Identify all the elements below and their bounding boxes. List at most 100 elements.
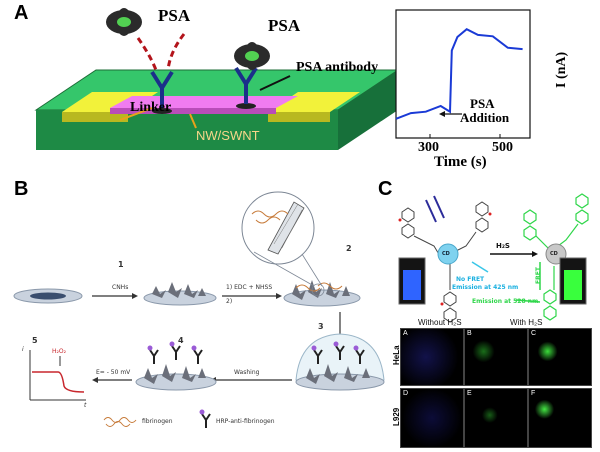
fibrinogen-legend-icon	[103, 417, 137, 427]
measurement-arrowhead	[92, 377, 98, 383]
step-number-5: 5	[32, 336, 38, 345]
h2o2-label: H₂O₂	[52, 348, 67, 355]
nw-arrow	[189, 113, 197, 129]
emission-528-label: Emission at 528 nm	[472, 298, 539, 305]
legend-fibrinogen: fibrinogen	[142, 418, 173, 425]
probe-oxygens-left	[398, 212, 492, 306]
no-fret-line1: No FRET	[456, 276, 485, 283]
micrograph-letter: B	[467, 330, 472, 337]
micrograph-letter: E	[467, 390, 472, 397]
amperogram-t-label: t	[84, 402, 87, 409]
cnh-cluster-4	[144, 364, 206, 384]
micrograph-l929-with-2: F	[528, 388, 592, 448]
current-trace	[395, 28, 523, 120]
cnh-cluster-1	[152, 282, 206, 298]
bare-electrode-surface	[30, 292, 66, 300]
fibrinogen-layer-2	[295, 282, 343, 292]
washing-label: Washing	[234, 369, 260, 376]
micrograph-hela-with-2: C	[528, 328, 592, 386]
antibody-arrow	[259, 75, 291, 91]
linker-right	[236, 103, 256, 109]
trajectory-left	[136, 37, 158, 71]
no-fret-line2: Emission at 425 nm	[452, 284, 519, 291]
annotation-arrowhead	[439, 111, 445, 117]
antibodies-step3	[313, 345, 365, 364]
psa-molecule-top	[106, 8, 142, 36]
current-time-plot	[395, 9, 531, 139]
cd-label-right: CD	[550, 251, 558, 257]
zoom-line-2	[301, 253, 323, 287]
fret-label: FRET	[534, 267, 542, 284]
trajectory-right	[166, 33, 186, 71]
linker-label: Linker	[130, 100, 172, 115]
micrograph-hela-with-1: B	[464, 328, 528, 386]
carbon-dot-left	[437, 243, 459, 265]
panel-letter-a: A	[14, 2, 29, 24]
xtick-label-500: 500	[492, 140, 513, 155]
micrograph-letter: C	[531, 330, 537, 337]
step2-line2: 2)	[226, 298, 233, 305]
micrograph-letter: F	[531, 390, 536, 397]
without-h2s-header: Without H₂S	[418, 318, 462, 327]
micrograph-hela-without: A	[400, 328, 464, 386]
right-electrode-front	[268, 112, 330, 122]
psa-molecule-bound	[234, 42, 270, 70]
linker-left	[152, 108, 172, 114]
legend-antibody: HRP-anti-fibrinogen	[216, 418, 275, 425]
excitation-ray-1	[425, 199, 437, 223]
emission-528-arrow	[515, 299, 541, 303]
amperogram-i-label: i	[22, 346, 24, 353]
micrograph-letter: D	[403, 390, 409, 397]
micrograph-l929-with-1: E	[464, 388, 528, 448]
antibody-legend-icon	[199, 409, 211, 428]
step2-arrowhead	[276, 293, 282, 299]
psa-antibody-label: PSA antibody	[296, 60, 379, 75]
excitation-ray-2	[433, 195, 445, 219]
step1-label: CNHs	[112, 284, 129, 291]
step-number-4: 4	[178, 336, 184, 345]
with-h2s-header: With H₂S	[510, 318, 543, 327]
h2s-label: H₂S	[496, 242, 510, 250]
step1-arrowhead	[132, 293, 138, 299]
step2-line1: 1) EDC + NHSS	[226, 284, 273, 291]
psa-label-top: PSA	[158, 6, 191, 25]
linker-arrow	[119, 107, 153, 121]
reaction-arrowhead	[532, 251, 538, 257]
panel-letter-b: B	[14, 178, 29, 200]
zoom-line-1	[253, 251, 315, 287]
potential-label: E= - 50 mV	[96, 369, 131, 376]
zoom-origin	[311, 283, 325, 297]
fibrinogen-zoom	[251, 210, 289, 224]
nw-swnt-label: NW/SWNT	[196, 128, 260, 143]
vial-green-fluorescence	[564, 270, 582, 300]
no-fret-arrow	[471, 261, 489, 273]
hrp-labels-step3	[311, 341, 359, 351]
micrograph-letter: A	[403, 330, 408, 337]
substrate-side	[338, 70, 398, 150]
antibody-left	[150, 70, 174, 108]
cnh-cluster-3	[306, 364, 370, 384]
left-electrode-front	[62, 112, 128, 122]
annotation-line2: Addition	[460, 110, 510, 125]
xtick-label-300: 300	[418, 140, 439, 155]
antibodies-step4	[149, 345, 203, 364]
panel-letter-c: C	[378, 178, 393, 200]
nanotube-icon	[267, 201, 305, 255]
plot-xlabel: Time (s)	[434, 154, 487, 170]
nanowire-front	[110, 108, 276, 114]
micrograph-l929-without: D	[400, 388, 464, 448]
probe-structure-right	[523, 193, 589, 321]
cd-label-left: CD	[442, 251, 450, 257]
hrp-labels-step4	[147, 341, 197, 351]
amperogram-trace	[32, 371, 85, 393]
step-number-3: 3	[318, 322, 324, 331]
annotation-line1: PSA	[470, 96, 495, 111]
vial-blue-fluorescence	[403, 270, 421, 300]
antibody-right	[234, 66, 258, 104]
step-number-1: 1	[118, 260, 124, 269]
psa-label-right: PSA	[268, 16, 301, 35]
step-number-2: 2	[346, 244, 352, 253]
